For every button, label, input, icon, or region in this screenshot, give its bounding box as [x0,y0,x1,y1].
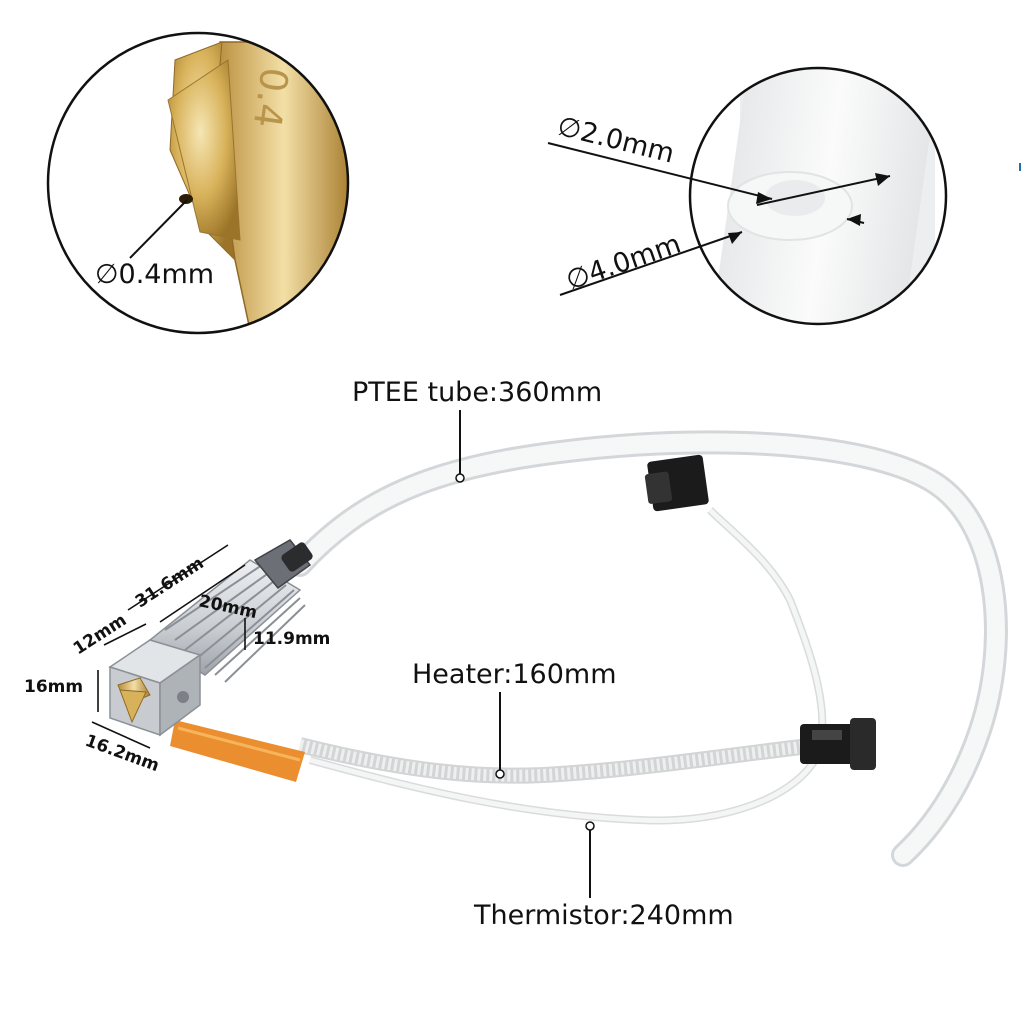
nozzle-detail-circle [46,31,350,335]
ptfe-tube [291,433,1005,864]
outer-dim-line [559,231,743,296]
dimension-lines [91,544,246,749]
dim-block-height: 16mm [24,677,83,697]
dim-fin-height: 11.9mm [253,629,330,649]
nozzle-engraving: 0.4 [245,65,297,131]
thermistor-callout: Thermistor:240mm [473,900,734,931]
tube-detail: ∅2.0mm ∅4.0mm [547,66,1021,326]
thermistor-connector [644,454,709,512]
nozzle-leader-line [129,199,188,259]
bowden-coupling [253,539,313,590]
heater-callout: Heater:160mm [412,659,617,690]
hotend-assembly: 31.6mm 20mm 11.9mm 12mm 16mm 16.2mm [24,430,1008,867]
nozzle-cone [167,59,241,241]
hotend-nozzle [117,677,151,724]
outer-diameter-label: ∅4.0mm [562,229,685,297]
inner-dim-line [547,142,773,200]
nozzle-detail: 0.4 ∅0.4mm [46,31,350,335]
heater-connector [800,718,876,770]
ptfe-tube-callout: PTEE tube:360mm [352,377,602,408]
heater-wire [298,737,811,784]
dim-block-width: 16.2mm [82,731,162,776]
dim-block-depth: 12mm [70,610,130,659]
tube-detail-circle [688,66,948,326]
nozzle-diameter-label: ∅0.4mm [95,259,214,290]
kapton-tape [170,720,305,782]
nozzle-tip-hole [179,194,193,204]
callouts: PTEE tube:360mm Heater:160mm Thermistor:… [352,377,734,931]
